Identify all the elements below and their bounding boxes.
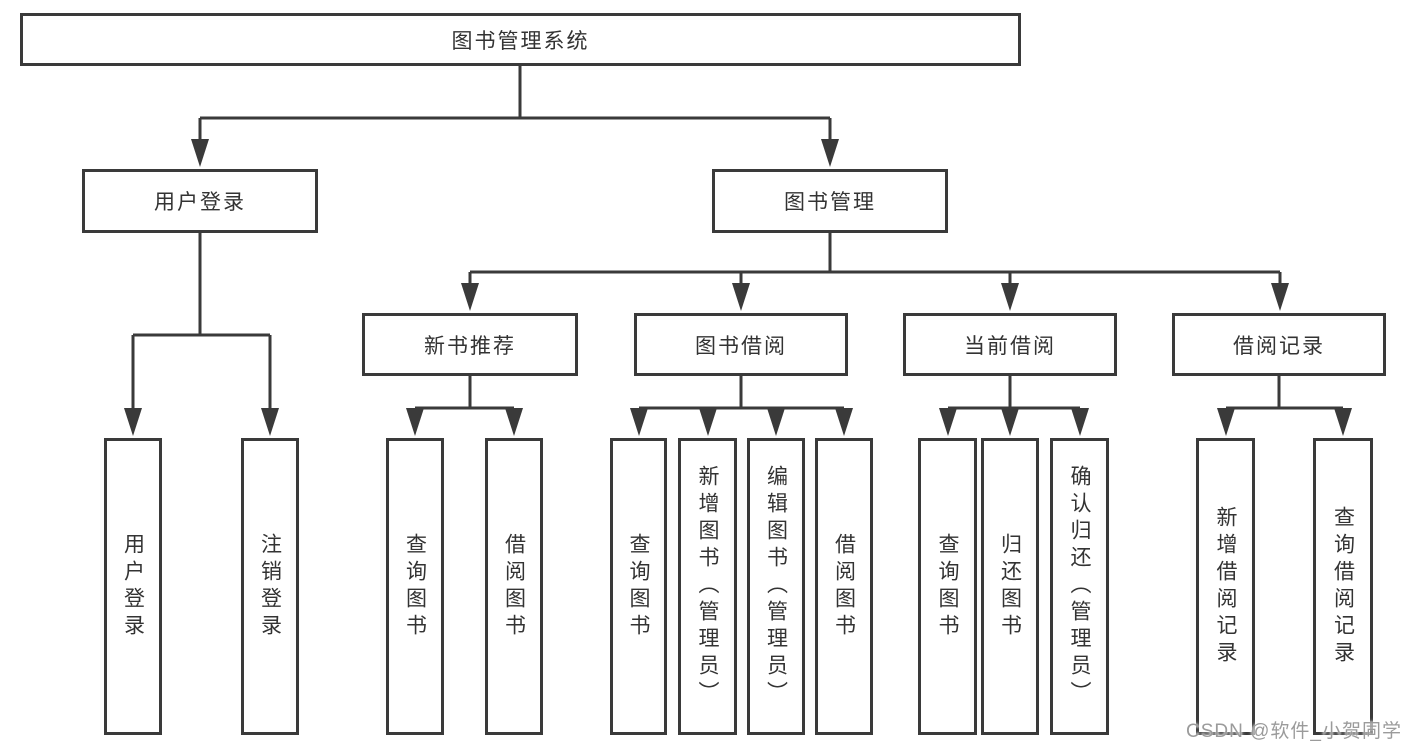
connector-user-login-children [131, 233, 272, 412]
node-library-management-system: 图书管理系统 [20, 13, 1021, 66]
connector-book-mgmt-children [468, 233, 1282, 286]
node-user-login: 用户登录 [82, 169, 318, 233]
leaf-add-borrow-record: 新增借阅记录 [1196, 438, 1255, 735]
leaf-query-books-current: 查询图书 [918, 438, 977, 735]
leaf-query-books-borrow: 查询图书 [610, 438, 667, 735]
leaf-query-borrow-record: 查询借阅记录 [1313, 438, 1373, 735]
arrowheads [124, 139, 1352, 436]
node-current-borrow: 当前借阅 [903, 313, 1117, 376]
leaf-logout-login: 注销登录 [241, 438, 299, 735]
connector-current-borrow-children [946, 376, 1082, 412]
leaf-edit-books-admin: 编辑图书（管理员） [747, 438, 805, 735]
connector-root-to-level2 [198, 66, 832, 142]
connector-new-book-children [413, 376, 516, 412]
leaf-query-books-recommend: 查询图书 [386, 438, 444, 735]
connector-borrow-records-children [1224, 376, 1345, 412]
leaf-return-books: 归还图书 [981, 438, 1039, 735]
csdn-watermark: CSDN @软件_小贺同学 [1186, 721, 1402, 742]
node-new-book-recommend: 新书推荐 [362, 313, 578, 376]
leaf-confirm-return-admin: 确认归还（管理员） [1050, 438, 1109, 735]
leaf-add-books-admin: 新增图书（管理员） [678, 438, 737, 735]
node-book-management: 图书管理 [712, 169, 948, 233]
leaf-borrow-books-recommend: 借阅图书 [485, 438, 543, 735]
leaf-user-login: 用户登录 [104, 438, 162, 735]
leaf-borrow-books: 借阅图书 [815, 438, 873, 735]
node-book-borrow: 图书借阅 [634, 313, 848, 376]
node-borrow-records: 借阅记录 [1172, 313, 1386, 376]
connector-book-borrow-children [637, 376, 846, 412]
